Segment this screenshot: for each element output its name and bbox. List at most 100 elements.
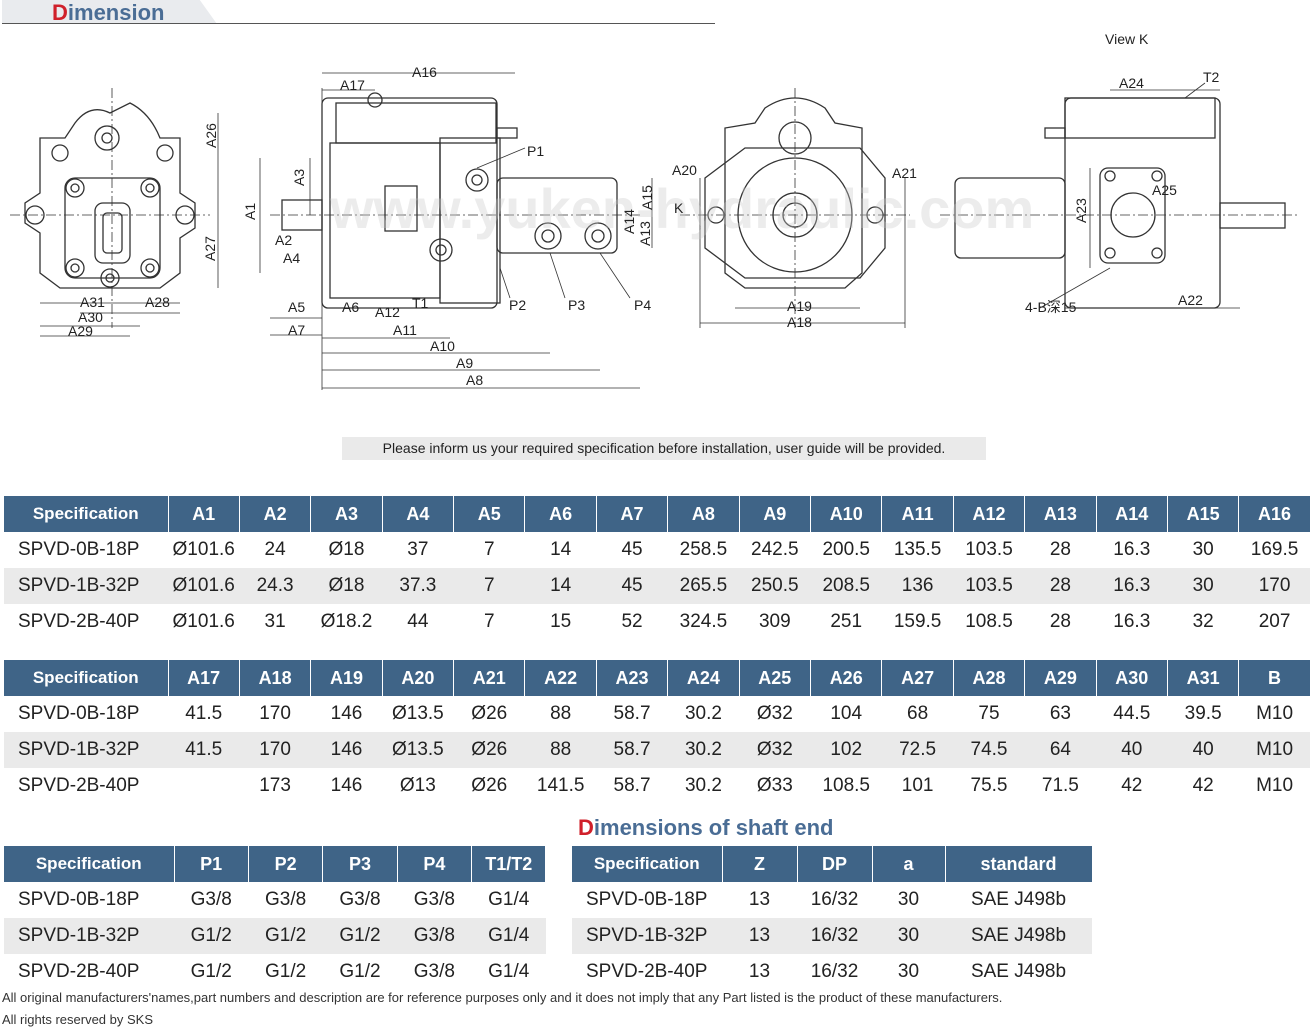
value-cell: 39.5 [1167, 696, 1239, 732]
value-cell: 45 [596, 568, 668, 604]
value-cell: Ø18 [310, 568, 383, 604]
value-cell: G3/8 [322, 882, 398, 918]
value-cell: G1/4 [471, 918, 546, 954]
value-cell: G1/2 [174, 954, 249, 990]
dim-label: A16 [412, 64, 437, 80]
value-cell: 40 [1096, 732, 1168, 768]
value-cell: 30.2 [667, 768, 740, 804]
column-header: A29 [1024, 660, 1097, 696]
spec-cell: SPVD-1B-32P [572, 918, 722, 954]
column-header: Specification [4, 660, 169, 696]
value-cell: 24.3 [239, 568, 311, 604]
column-header: P3 [322, 846, 398, 882]
value-cell: 58.7 [596, 696, 668, 732]
installation-notice: Please inform us your required specifica… [342, 437, 986, 460]
value-cell: 31 [239, 604, 311, 640]
value-cell: 207 [1238, 604, 1311, 640]
dim-label: A23 [1073, 198, 1089, 223]
value-cell: 28 [1024, 568, 1097, 604]
spec-cell: SPVD-2B-40P [572, 954, 722, 990]
column-header: A26 [810, 660, 883, 696]
spec-cell: SPVD-1B-32P [4, 568, 168, 604]
value-cell: 250.5 [739, 568, 811, 604]
disclaimer-text: All original manufacturers'names,part nu… [2, 990, 1003, 1005]
value-cell: M10 [1238, 696, 1311, 732]
value-cell: G3/8 [397, 918, 472, 954]
value-cell: 75 [953, 696, 1025, 732]
shaft-end-title: Dimensions of shaft end [578, 815, 834, 840]
dimension-table-1: Specification A1 A2 A3 A4 A5 A6 A7 A8 A9… [4, 496, 1311, 640]
column-header: A21 [453, 660, 526, 696]
value-cell: 16/32 [797, 918, 872, 954]
column-header: A23 [596, 660, 669, 696]
column-header: A15 [1167, 496, 1240, 532]
value-cell: 16/32 [797, 954, 872, 990]
dim-label: A14 [621, 209, 637, 234]
column-header: A11 [881, 496, 954, 532]
header-tab [2, 0, 217, 24]
value-cell: 324.5 [667, 604, 740, 640]
dim-label: A9 [456, 355, 473, 371]
column-header: A12 [953, 496, 1026, 532]
column-header: A14 [1096, 496, 1168, 532]
value-cell: G1/4 [471, 882, 546, 918]
dim-label: A17 [340, 77, 365, 93]
value-cell: 40 [1167, 732, 1239, 768]
column-header: A1 [168, 496, 240, 532]
dim-label: A18 [787, 314, 812, 330]
column-header: DP [797, 846, 873, 882]
value-cell: 136 [881, 568, 954, 604]
value-cell: 30 [872, 918, 945, 954]
value-cell: M10 [1238, 768, 1311, 804]
header-rule [2, 23, 715, 24]
shaft-end-table: Specification Z DP a standard SPVD-0B-18… [572, 846, 1093, 990]
column-header: A20 [382, 660, 455, 696]
spec-cell: SPVD-0B-18P [4, 696, 168, 732]
column-header: A27 [881, 660, 954, 696]
value-cell: 141.5 [524, 768, 597, 804]
dim-label: P1 [527, 143, 544, 159]
value-cell: Ø13.5 [382, 696, 454, 732]
value-cell: Ø101.6 [168, 532, 240, 568]
value-cell: 88 [524, 696, 597, 732]
value-cell: 103.5 [953, 532, 1025, 568]
dim-label: P3 [568, 297, 585, 313]
spec-cell: SPVD-0B-18P [4, 882, 174, 918]
column-header: Specification [4, 496, 169, 532]
rights-text: All rights reserved by SKS [2, 1012, 154, 1027]
value-cell: 7 [453, 532, 525, 568]
value-cell: 169.5 [1238, 532, 1311, 568]
column-header: A16 [1238, 496, 1311, 532]
value-cell: 37 [382, 532, 454, 568]
value-cell: M10 [1238, 732, 1311, 768]
value-cell: 45 [596, 532, 668, 568]
dim-label: A10 [430, 338, 455, 354]
value-cell: 71.5 [1024, 768, 1097, 804]
value-cell: 30 [872, 882, 945, 918]
value-cell: SAE J498b [945, 918, 1092, 954]
spec-cell: SPVD-2B-40P [4, 604, 168, 640]
dim-label: P2 [509, 297, 526, 313]
value-cell: Ø101.6 [168, 568, 240, 604]
value-cell: 13 [722, 954, 797, 990]
value-cell: 104 [810, 696, 882, 732]
value-cell: 146 [310, 768, 383, 804]
column-header: B [1238, 660, 1311, 696]
column-header: P2 [248, 846, 324, 882]
dim-label: A21 [892, 165, 917, 181]
column-header: A10 [810, 496, 883, 532]
dim-label: A27 [202, 236, 218, 261]
value-cell: 101 [881, 768, 954, 804]
dim-label: A1 [242, 203, 258, 220]
value-cell: 68 [881, 696, 954, 732]
value-cell: Ø26 [453, 768, 525, 804]
dim-label: A19 [787, 298, 812, 314]
value-cell: G1/2 [248, 918, 323, 954]
value-cell: 108.5 [953, 604, 1025, 640]
column-header: T1/T2 [471, 846, 547, 882]
